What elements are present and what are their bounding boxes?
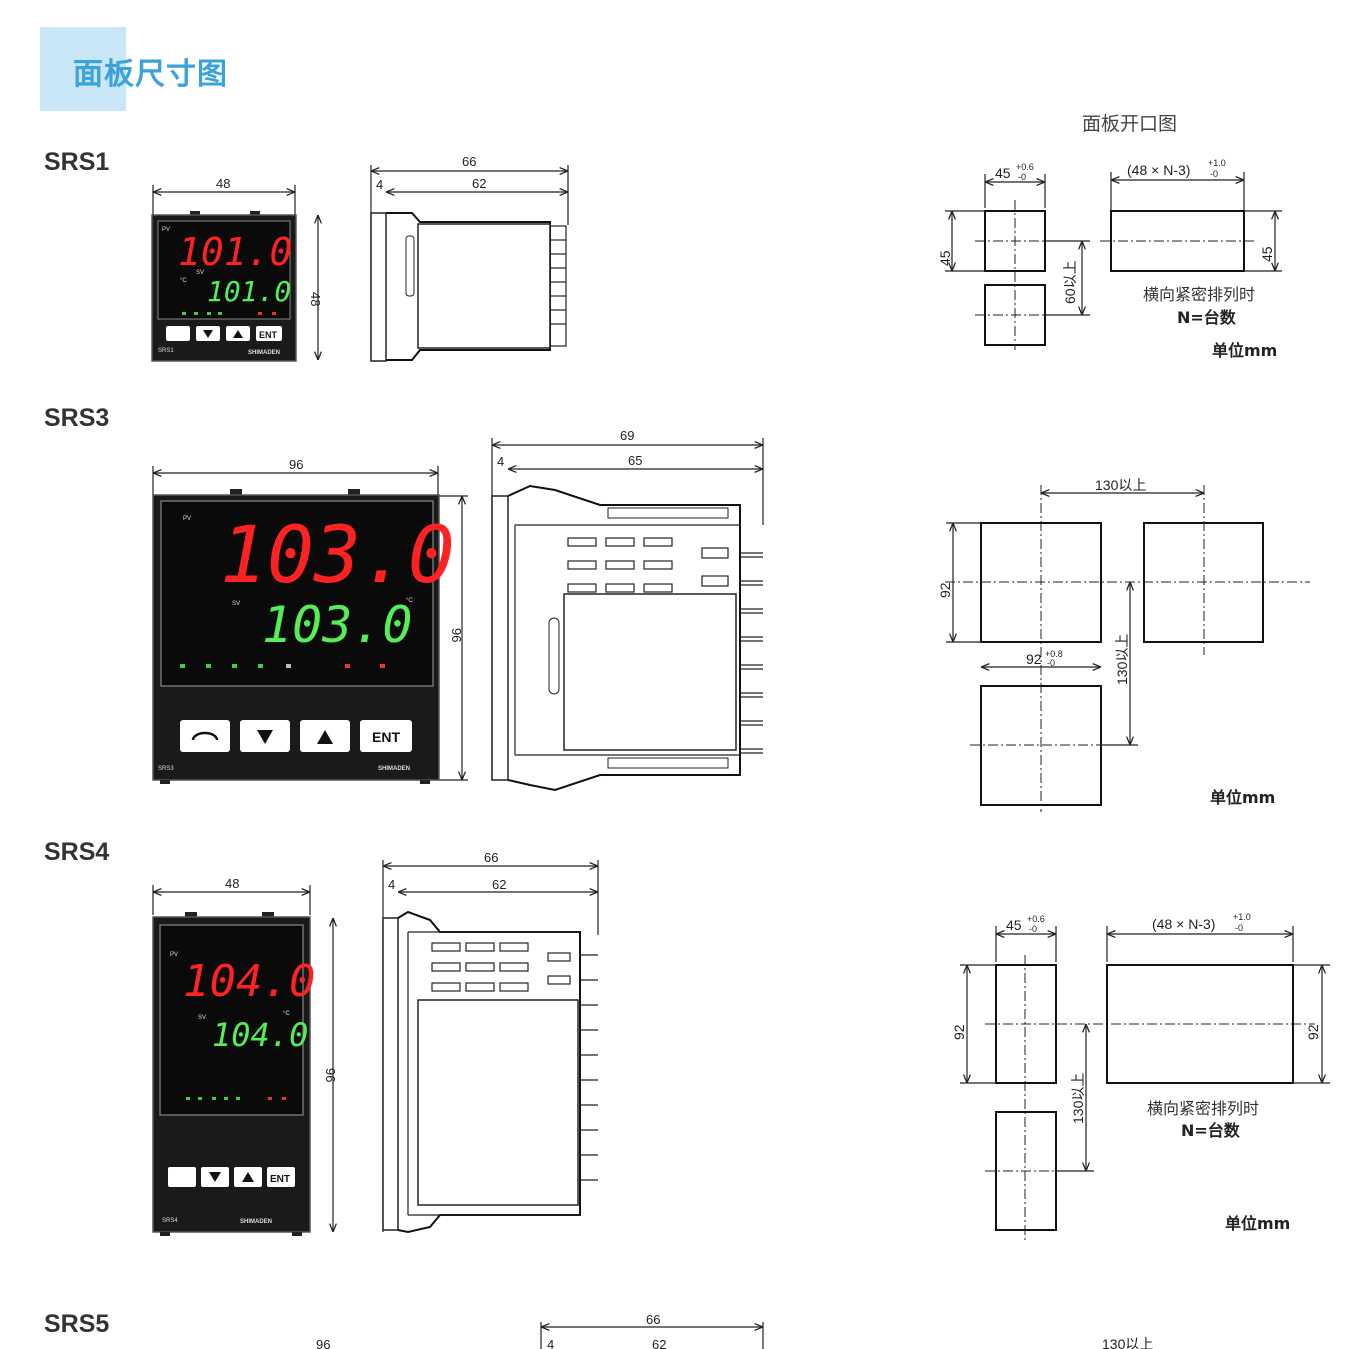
srs4-gang-tol-up: +1.0 [1233, 912, 1251, 922]
srs3-width-dim: 96 [289, 457, 303, 472]
srs3-pitch-h: 130以上 [1095, 477, 1146, 493]
srs3-depth-body: 65 [628, 453, 642, 468]
srs4-gang-w: (48 × N-3) [1152, 916, 1215, 932]
model-label-srs5: SRS5 [44, 1310, 110, 1338]
srs3-cutout: 130以上 92 92 +0.8 -0 130以上 单位mm [937, 477, 1310, 812]
srs3-pv-display: 103.0 [220, 511, 455, 601]
srs4-brand: SHIMADEN [240, 1219, 272, 1225]
srs4-pv-label: PV [170, 952, 178, 958]
srs1-height-dim: 48 [308, 292, 323, 306]
srs4-side-view: 66 62 4 [382, 850, 599, 1234]
srs1-sv-label: SV [196, 270, 204, 276]
srs1-bezel: 4 [376, 177, 383, 192]
srs4-ent-button[interactable] [267, 1167, 295, 1187]
srs4-cut-w: 45 [1006, 917, 1022, 933]
srs3-bezel: 4 [497, 454, 504, 469]
srs3-sv-label: SV [232, 601, 240, 607]
srs4-gang-tol-dn: -0 [1235, 923, 1243, 933]
srs1-pv-display: 101.0 [178, 230, 292, 274]
srs1-cut-h: 45 [937, 250, 953, 266]
srs4-pv-display: 104.0 [183, 956, 315, 1007]
srs1-depth-total: 66 [462, 154, 476, 169]
srs4-front-view: 48 96 PV 104.0 °C SV 104.0 ENT SRS4 SHIM… [152, 876, 338, 1236]
srs1-depth-body: 62 [472, 176, 486, 191]
srs3-cut-h: 92 [937, 582, 953, 598]
srs1-gang-w: (48 × N-3) [1127, 162, 1190, 178]
srs4-width-dim: 48 [225, 876, 239, 891]
srs3-cut-w-tol-up: +0.8 [1045, 649, 1063, 659]
model-label-srs4: SRS4 [44, 838, 110, 866]
srs5-width-dim: 96 [316, 1337, 330, 1349]
srs1-ent-label: ENT [259, 330, 278, 340]
srs4-cut-h: 92 [951, 1024, 967, 1040]
srs4-ent-label: ENT [270, 1174, 290, 1185]
srs3-unit-note: 单位mm [1210, 788, 1275, 807]
srs1-gang-h: 45 [1259, 246, 1275, 262]
srs1-front-view: 48 48 PV 101.0 °C SV 101.0 ENT SRS1 SHIM… [151, 176, 323, 362]
srs3-side-view: 69 65 4 [491, 428, 764, 792]
srs1-gang-tol-dn: -0 [1210, 169, 1218, 179]
srs4-bezel: 4 [388, 877, 395, 892]
srs3-brand: SHIMADEN [378, 766, 410, 772]
srs1-width-dim: 48 [216, 176, 230, 191]
srs4-mode-button[interactable] [168, 1167, 196, 1187]
srs5-depth-total: 66 [646, 1312, 660, 1327]
srs3-cut-w: 92 [1026, 651, 1042, 667]
srs3-pitch-v: 130以上 [1114, 634, 1130, 685]
srs1-vpitch: 60以上 [1062, 260, 1078, 304]
srs1-sv-display: 101.0 [207, 275, 291, 308]
srs3-pv-label: PV [183, 516, 191, 522]
srs4-height-dim: 96 [323, 1068, 338, 1082]
srs4-sv-display: 104.0 [212, 1016, 308, 1054]
model-label-srs3: SRS3 [44, 404, 110, 432]
srs4-unit: °C [283, 1011, 290, 1017]
srs4-sv-label: SV [198, 1015, 206, 1021]
page-title-box: 面板尺寸图 [40, 27, 227, 111]
srs3-mode-button[interactable] [180, 720, 230, 752]
srs4-cut-w-tol-dn: -0 [1029, 924, 1037, 934]
srs3-sv-display: 103.0 [262, 596, 413, 654]
srs3-height-dim: 96 [449, 628, 464, 642]
srs4-note2: N=台数 [1181, 1121, 1241, 1140]
cutout-section-title: 面板开口图 [1082, 113, 1178, 135]
srs1-ent-button[interactable] [256, 326, 282, 341]
srs1-cut-w-tol-dn: -0 [1018, 172, 1026, 182]
srs4-note1: 横向紧密排列时 [1147, 1099, 1259, 1118]
srs3-unit: °C [406, 598, 413, 604]
srs1-gang-tol-up: +1.0 [1208, 158, 1226, 168]
srs3-ent-button[interactable] [360, 720, 412, 752]
srs1-side-view: 66 62 4 [370, 154, 569, 362]
srs1-cutout: 45 +0.6 -0 45 60以上 (48 × N-3) +1.0 -0 45… [937, 158, 1282, 360]
srs5-bezel: 4 [547, 1337, 554, 1349]
srs1-mode-button[interactable] [166, 326, 190, 341]
srs4-gang-h: 92 [1305, 1024, 1321, 1040]
page-title: 面板尺寸图 [73, 57, 228, 92]
srs1-unit-note: 单位mm [1212, 341, 1277, 360]
srs1-cut-w: 45 [995, 165, 1011, 181]
srs1-pv-label: PV [162, 227, 170, 233]
srs4-vpitch: 130以上 [1070, 1073, 1086, 1124]
srs3-depth-total: 69 [620, 428, 634, 443]
srs1-note2: N=台数 [1177, 308, 1237, 327]
srs3-front-view: 96 96 PV 103.0 SV 103.0 °C ENT SRS3 SHIM… [152, 457, 468, 784]
srs3-model-print: SRS3 [158, 766, 174, 772]
srs4-unit-note: 单位mm [1225, 1214, 1290, 1233]
srs5-partial: 96 66 4 62 130以上 [316, 1312, 1153, 1349]
srs1-cut-w-tol-up: +0.6 [1016, 162, 1034, 172]
srs5-depth-body: 62 [652, 1337, 666, 1349]
srs1-note1: 横向紧密排列时 [1143, 285, 1255, 304]
srs4-cutout: 45 +0.6 -0 92 130以上 (48 × N-3) +1.0 -0 9… [951, 912, 1330, 1243]
srs3-cut-w-tol-dn: -0 [1047, 658, 1055, 668]
srs1-brand: SHIMADEN [248, 350, 280, 356]
srs4-cut-w-tol-up: +0.6 [1027, 914, 1045, 924]
srs4-model-print: SRS4 [162, 1218, 178, 1224]
srs1-model-print: SRS1 [158, 348, 174, 354]
srs3-ent-label: ENT [372, 729, 400, 745]
srs5-pitch-h: 130以上 [1102, 1336, 1153, 1349]
srs1-unit: °C [180, 278, 187, 284]
srs4-depth-total: 66 [484, 850, 498, 865]
srs4-depth-body: 62 [492, 877, 506, 892]
model-label-srs1: SRS1 [44, 148, 110, 176]
